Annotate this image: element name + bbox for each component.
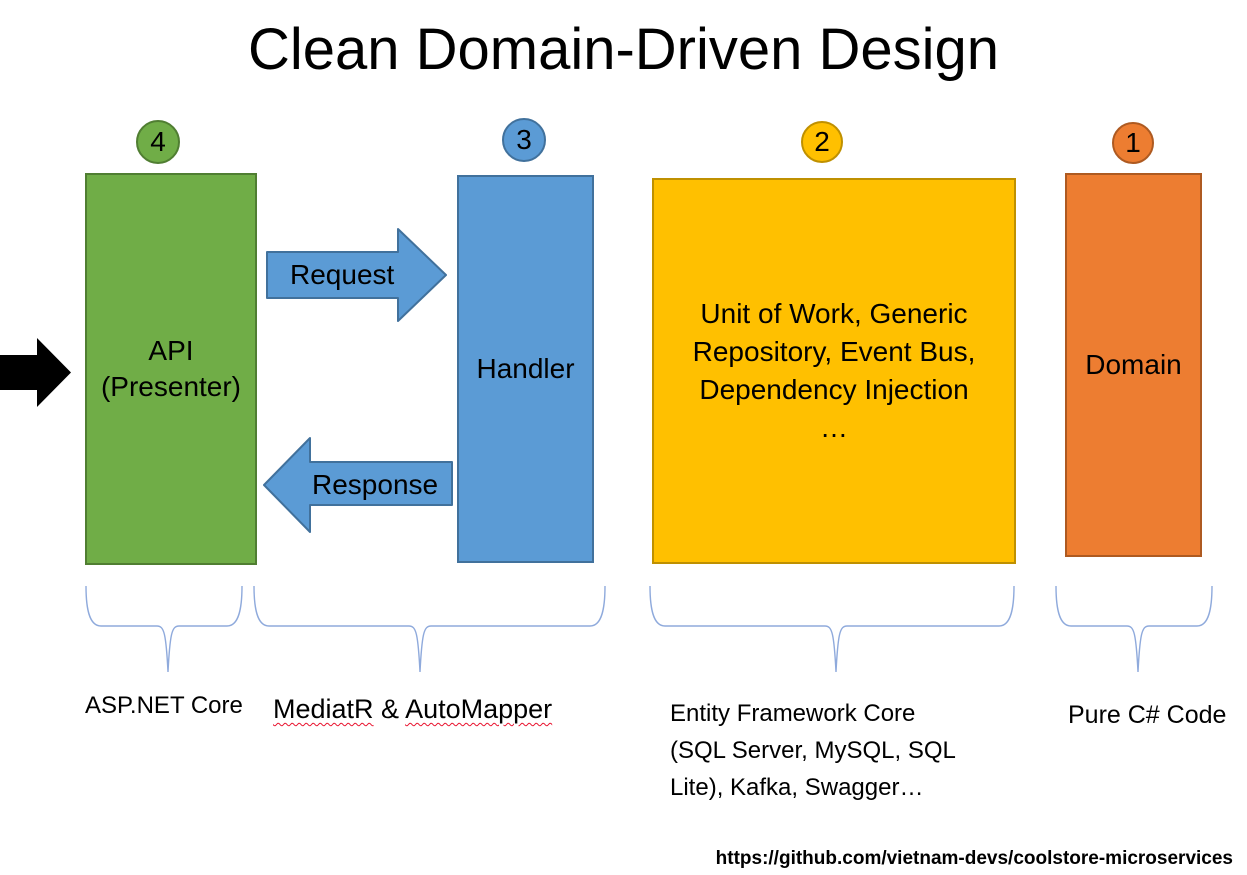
handler-box: Handler: [457, 175, 594, 563]
page-title: Clean Domain-Driven Design: [247, 17, 1000, 82]
footer-repo-url: https://github.com/vietnam-devs/coolstor…: [715, 848, 1233, 869]
caption-ampersand: &: [373, 694, 406, 724]
step-number: 1: [1125, 127, 1141, 158]
api-presenter-box: API (Presenter): [85, 173, 257, 565]
brace-handler-icon: [253, 586, 606, 676]
request-arrow-icon: [266, 228, 447, 322]
caption-automapper-word: AutoMapper: [405, 694, 553, 724]
response-arrow: Response: [262, 437, 453, 533]
step-circle-1: 1: [1112, 122, 1154, 164]
step-number: 2: [814, 126, 830, 157]
domain-label: Domain: [1085, 349, 1182, 380]
caption-aspnet-core: ASP.NET Core: [85, 692, 243, 719]
caption-mediatr-word: MediatR: [273, 694, 374, 724]
api-presenter-label: API (Presenter): [100, 335, 242, 402]
caption-entity-framework: Entity Framework Core (SQL Server, MySQL…: [670, 700, 956, 801]
domain-box: Domain: [1065, 173, 1202, 557]
request-arrow: Request: [266, 228, 448, 322]
infrastructure-box: Unit of Work, Generic Repository, Event …: [652, 178, 1016, 564]
step-circle-4: 4: [136, 120, 180, 164]
caption-pure-csharp: Pure C# Code: [1068, 701, 1227, 729]
step-number: 3: [516, 124, 532, 155]
step-number: 4: [150, 126, 166, 157]
infrastructure-label: Unit of Work, Generic Repository, Event …: [692, 298, 976, 443]
brace-domain-icon: [1055, 586, 1213, 676]
response-label: Response: [312, 469, 439, 500]
request-label: Request: [290, 259, 395, 290]
response-arrow-icon: [263, 437, 453, 533]
step-circle-3: 3: [502, 118, 546, 162]
brace-api-icon: [85, 586, 243, 676]
handler-label: Handler: [476, 353, 575, 384]
brace-infrastructure-icon: [649, 586, 1015, 676]
caption-mediatr-automapper: MediatR & AutoMapper: [273, 694, 552, 725]
entry-arrow-icon: [0, 338, 71, 407]
step-circle-2: 2: [801, 121, 843, 163]
